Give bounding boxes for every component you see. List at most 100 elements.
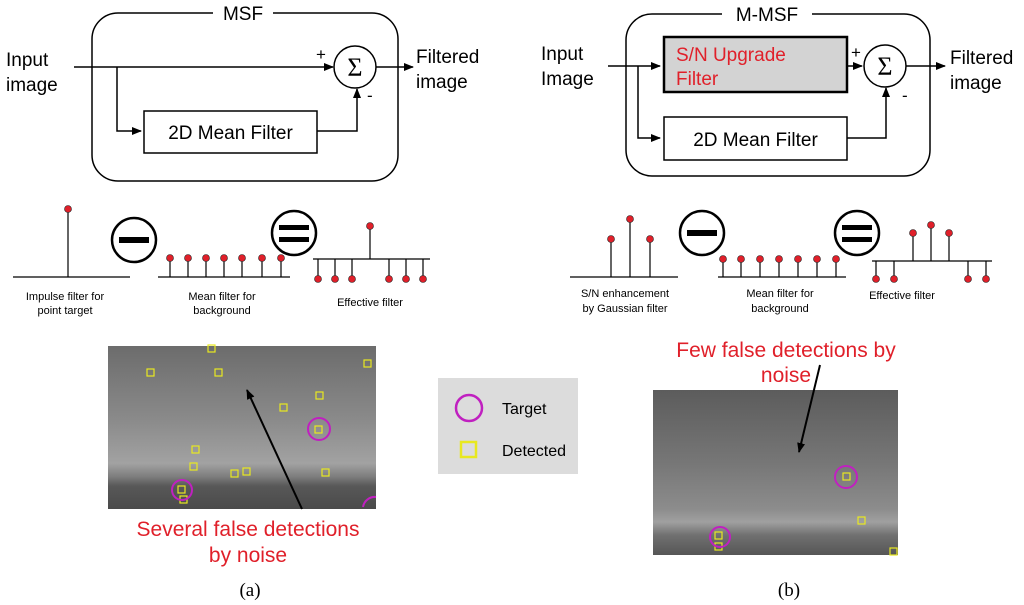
equals-bar-b-2: [842, 237, 872, 242]
mean-caption-a-1: Mean filter for: [188, 291, 256, 303]
minus-bar-b: [687, 230, 717, 236]
sn-upgrade-filter-box: [662, 35, 849, 94]
detection-image-a: Several false detections by noise (a): [108, 344, 377, 601]
stem-plots-b: S/N enhancement by Gaussian filter Mean …: [570, 209, 992, 315]
effective-caption-a: Effective filter: [337, 297, 403, 309]
annotation-arrow-a: [246, 389, 303, 510]
target-circle: [307, 417, 331, 441]
msf-mean-filter-box: [143, 110, 318, 154]
msf-input-label-2: image: [6, 75, 58, 96]
msf-title-mask: [213, 2, 273, 24]
mmsf-input-label-1: Input: [541, 44, 584, 65]
infrared-image-b: [653, 390, 898, 555]
annotation-b-line-2: noise: [761, 364, 811, 387]
target-markers-a: [171, 417, 377, 508]
detected-box: [146, 368, 155, 377]
mmsf-block-diagram: M-MSF Input Image S/N Upgrade Filter 2D …: [541, 2, 1013, 177]
effective-stems-a: [314, 222, 427, 283]
annotation-a-line-1: Several false detections: [137, 518, 360, 541]
mmsf-plus-sign: +: [851, 43, 861, 62]
msf-mean-filter-label: 2D Mean Filter: [168, 123, 293, 144]
mmsf-title-mask: [722, 2, 812, 24]
impulse-caption-2: point target: [37, 305, 92, 317]
equals-operator-b: [833, 209, 881, 257]
gaussian-caption-2: by Gaussian filter: [583, 303, 668, 315]
mmsf-subtract-arrow: [847, 87, 890, 139]
detected-box: [363, 359, 372, 368]
msf-minus-sign: -: [367, 86, 373, 105]
detected-box: [314, 425, 323, 434]
stem-plots-a: Impulse filter for point target Mean fil…: [13, 205, 430, 317]
equals-bar-a-1: [279, 225, 309, 230]
caption-b: (b): [778, 580, 800, 601]
annotation-a-line-2: by noise: [209, 544, 287, 567]
mmsf-sigma-symbol: Σ: [877, 52, 892, 81]
mean-caption-a-2: background: [193, 305, 251, 317]
msf-subtract-arrow: [317, 88, 361, 132]
msf-output-label-1: Filtered: [416, 47, 479, 68]
mean-stems-b: [719, 255, 840, 277]
msf-input-label-1: Input: [6, 50, 49, 71]
impulse-marker: [64, 205, 72, 213]
sn-upgrade-filter-label-2: Filter: [676, 69, 719, 90]
mmsf-title: M-MSF: [736, 5, 798, 26]
mmsf-branch-arrow: [637, 66, 661, 142]
detected-box: [857, 516, 866, 525]
detected-markers-a: [146, 344, 372, 504]
mmsf-mean-filter-label: 2D Mean Filter: [693, 130, 818, 151]
mean-stems-a: [166, 254, 285, 277]
detected-box: [189, 462, 198, 471]
target-markers-b: [709, 465, 858, 548]
msf-sigma-symbol: Σ: [347, 53, 362, 82]
mean-caption-b-2: background: [751, 303, 809, 315]
mmsf-output-label-2: image: [950, 73, 1002, 94]
detected-box: [191, 445, 200, 454]
gaussian-caption-1: S/N enhancement: [581, 288, 669, 300]
annotation-arrow-b: [797, 364, 821, 453]
minus-bar-a: [119, 237, 149, 243]
msf-plus-sign: +: [316, 45, 326, 64]
detection-image-b: Few false detections by noise (b): [653, 339, 898, 601]
msf-output-label-2: image: [416, 72, 468, 93]
legend-detected-label: Detected: [502, 443, 566, 460]
mmsf-minus-sign: -: [902, 86, 908, 105]
target-circle: [709, 526, 731, 548]
detected-box: [714, 531, 723, 540]
impulse-caption-1: Impulse filter for: [26, 291, 105, 303]
detected-box: [889, 547, 898, 556]
effective-stems-b: [872, 221, 990, 283]
msf-branch-arrow: [116, 67, 142, 135]
target-circle-partial: [362, 495, 377, 508]
annotation-b-line-1: Few false detections by: [676, 339, 896, 362]
infrared-image-a: [108, 346, 376, 509]
gaussian-stems: [607, 215, 654, 277]
detected-box: [242, 467, 251, 476]
legend-target-label: Target: [502, 401, 547, 418]
detected-box: [315, 391, 324, 400]
detected-box: [279, 403, 288, 412]
equals-operator-a: [270, 209, 318, 257]
msf-outer-box: [91, 12, 399, 182]
detected-legend-icon: [459, 440, 478, 459]
detected-box: [214, 368, 223, 377]
mmsf-output-label-1: Filtered: [950, 48, 1013, 69]
legend: Target Detected: [438, 378, 578, 474]
detected-box: [230, 469, 239, 478]
target-legend-icon: [454, 393, 484, 423]
detected-box: [842, 472, 851, 481]
equals-bar-b-1: [842, 225, 872, 230]
msf-title: MSF: [223, 4, 263, 25]
msf-block-diagram: MSF Input image 2D Mean Filter Σ + - Fil…: [6, 2, 479, 182]
target-circle: [171, 479, 193, 501]
detected-box: [207, 344, 216, 353]
mean-caption-b-1: Mean filter for: [746, 288, 814, 300]
mmsf-mean-filter-box: [663, 116, 848, 161]
effective-caption-b: Effective filter: [869, 290, 935, 302]
equals-bar-a-2: [279, 237, 309, 242]
sn-upgrade-filter-label-1: S/N Upgrade: [676, 45, 786, 66]
target-circle: [834, 465, 858, 489]
mmsf-input-label-2: Image: [541, 69, 594, 90]
detected-box: [321, 468, 330, 477]
caption-a: (a): [239, 580, 260, 601]
